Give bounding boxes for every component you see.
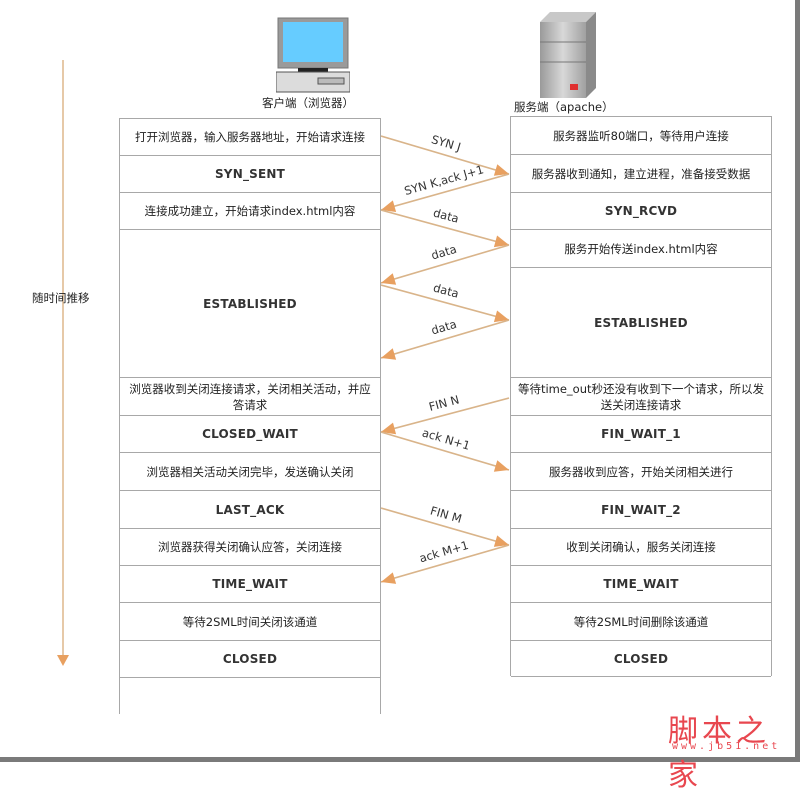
- server-description-cell: 服务器收到应答，开始关闭相关进行: [511, 452, 771, 490]
- arrowhead-icon: [493, 460, 509, 472]
- message-label: SYN J: [430, 132, 463, 154]
- client-state-cell: ESTABLISHED: [120, 229, 380, 377]
- server-description-cell: 服务器收到通知，建立进程，准备接受数据: [511, 154, 771, 192]
- server-description-cell: 等待time_out秒还没有收到下一个请求，所以发送关闭连接请求: [511, 377, 771, 415]
- message-arrow: FIN N: [380, 392, 510, 435]
- desktop-computer-icon: [276, 17, 350, 93]
- client-description-cell: 浏览器收到关闭连接请求，关闭相关活动，并应答请求: [120, 377, 380, 415]
- server-description-cell: 收到关闭确认，服务关闭连接: [511, 528, 771, 565]
- client-state-cell: TIME_WAIT: [120, 565, 380, 602]
- client-description-cell: 浏览器相关活动关闭完毕，发送确认关闭: [120, 452, 380, 490]
- message-label: data: [429, 317, 458, 338]
- message-arrow: ack M+1: [380, 538, 510, 584]
- arrowhead-icon: [381, 572, 397, 584]
- client-description-cell: 浏览器获得关闭确认应答，关闭连接: [120, 528, 380, 565]
- server-state-cell: ESTABLISHED: [511, 267, 771, 377]
- arrowhead-icon: [381, 422, 397, 435]
- server-led: [570, 84, 578, 90]
- arrowhead-icon: [381, 200, 397, 212]
- message-label: ack N+1: [421, 425, 472, 452]
- arrowhead-icon: [381, 273, 397, 285]
- watermark-url: www.jb51.net: [672, 741, 781, 752]
- message-label: ack M+1: [418, 538, 470, 565]
- client-state-cell: SYN_SENT: [120, 155, 380, 192]
- client-label: 客户端（浏览器）: [262, 96, 354, 110]
- server-description-cell: 服务开始传送index.html内容: [511, 229, 771, 267]
- arrowhead-icon: [493, 235, 509, 248]
- server-state-cell: CLOSED: [511, 640, 771, 677]
- message-arrow: data: [380, 280, 510, 323]
- arrowhead-icon: [493, 310, 509, 323]
- client-description-cell: 打开浏览器，输入服务器地址，开始请求连接: [120, 118, 380, 155]
- frame-border-bottom: [0, 757, 800, 762]
- client-state-cell: LAST_ACK: [120, 490, 380, 528]
- message-arrow: data: [380, 242, 510, 285]
- message-arrow: SYN K,ack J+1: [380, 162, 510, 212]
- client-description-cell: 连接成功建立，开始请求index.html内容: [120, 192, 380, 229]
- client-state-cell: CLOSED_WAIT: [120, 415, 380, 452]
- message-arrow: SYN J: [380, 132, 510, 176]
- message-label: data: [432, 205, 461, 225]
- server-label: 服务端（apache）: [514, 100, 614, 114]
- server-tower-icon: [540, 12, 596, 98]
- frame-border-right: [795, 0, 800, 762]
- client-description-cell: 等待2SML时间关闭该通道: [120, 602, 380, 640]
- arrowhead-icon: [493, 535, 509, 547]
- server-state-cell: TIME_WAIT: [511, 565, 771, 602]
- server-description-cell: 服务器监听80端口，等待用户连接: [511, 116, 771, 154]
- message-label: data: [432, 280, 461, 300]
- message-label: FIN N: [427, 392, 460, 413]
- timeline-arrow: [57, 60, 69, 666]
- down-arrow-icon: [57, 655, 69, 666]
- client-state-cell: CLOSED: [120, 640, 380, 678]
- arrowhead-icon: [493, 164, 509, 176]
- server-description-cell: 等待2SML时间删除该通道: [511, 602, 771, 640]
- message-label: data: [429, 242, 458, 263]
- server-state-cell: FIN_WAIT_1: [511, 415, 771, 452]
- message-arrow: data: [380, 317, 510, 360]
- timeline-label: 随时间推移: [32, 291, 90, 305]
- server-state-cell: SYN_RCVD: [511, 192, 771, 229]
- message-arrow: FIN M: [380, 503, 510, 547]
- message-arrow: ack N+1: [380, 425, 510, 472]
- server-state-cell: FIN_WAIT_2: [511, 490, 771, 528]
- arrowhead-icon: [381, 348, 397, 360]
- message-arrow: data: [380, 205, 510, 248]
